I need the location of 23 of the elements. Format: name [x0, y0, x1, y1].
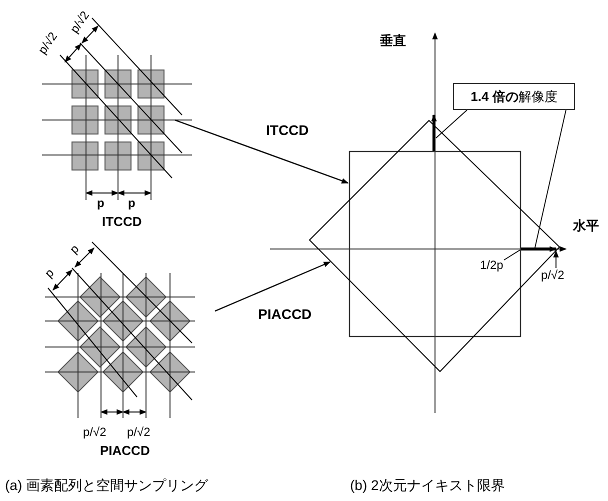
measure-arrow	[521, 246, 557, 252]
dimension-label: p/√2	[127, 425, 150, 439]
array-label: PIACCD	[100, 444, 150, 458]
array-label: ITCCD	[102, 215, 142, 229]
leader-line	[436, 110, 468, 138]
leader-line	[504, 250, 520, 260]
arrow	[174, 120, 349, 184]
axis-label: 水平	[573, 218, 599, 234]
dimension-label: p/√2	[83, 425, 106, 439]
leader-line	[553, 250, 559, 268]
edge-label: ITCCD	[265, 123, 310, 137]
dimension-label: p	[97, 196, 104, 210]
arrow	[214, 261, 331, 312]
leader-line	[534, 110, 566, 248]
dimension-label: p	[128, 196, 136, 210]
dimension-label: p/√2	[541, 268, 575, 282]
edge-label: PIACCD	[257, 307, 313, 321]
axis-label: 垂直	[380, 33, 406, 49]
caption: (a) 画素配列と空間サンプリング	[5, 477, 208, 494]
measure-arrow	[431, 114, 437, 151]
dimension-label: 1/2p	[480, 258, 508, 272]
caption: (b) 2次元ナイキスト限界	[350, 477, 505, 494]
callout-box: 1.4 倍の解像度	[453, 83, 575, 110]
